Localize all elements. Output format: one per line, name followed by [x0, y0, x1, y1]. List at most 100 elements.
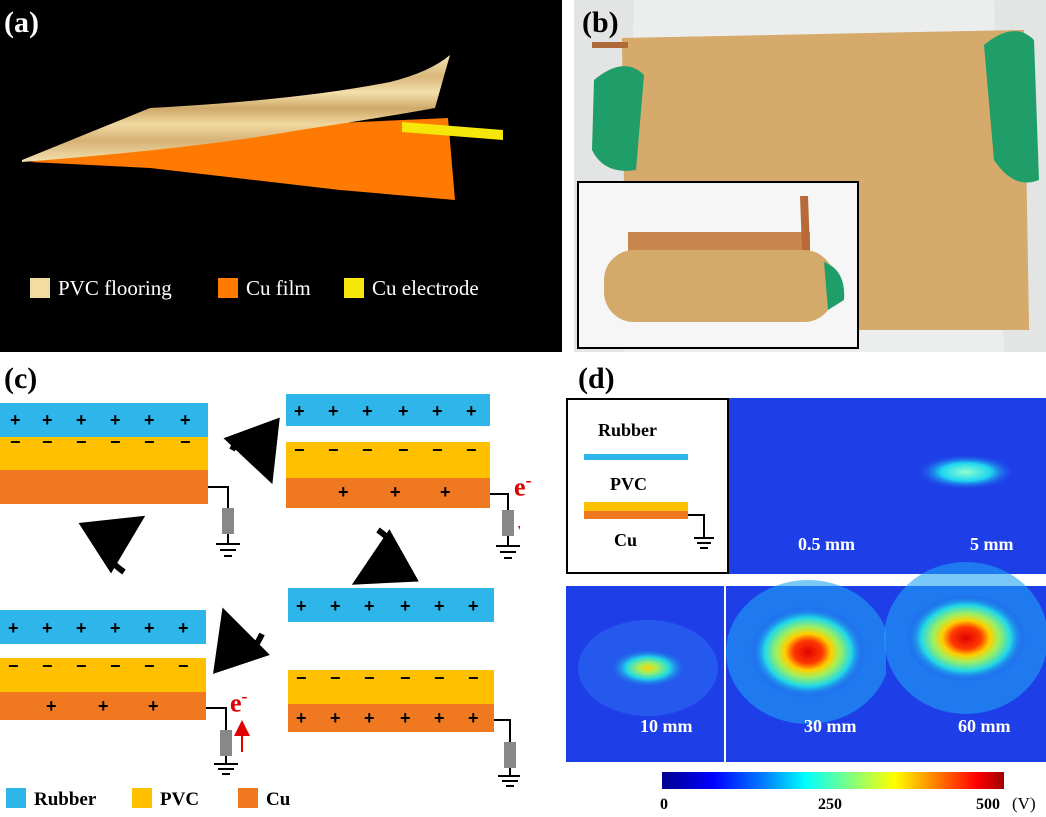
legend-swatch — [344, 278, 364, 298]
distance-label-10mm: 10 mm — [640, 716, 693, 736]
svg-text:+: + — [330, 596, 341, 616]
svg-text:+: + — [398, 401, 409, 421]
legend-cu-electrode: Cu electrode — [344, 276, 479, 301]
svg-text:−: − — [178, 656, 189, 676]
svg-text:+: + — [148, 696, 159, 716]
svg-text:+: + — [330, 708, 341, 728]
svg-text:+: + — [400, 708, 411, 728]
legend-swatch — [30, 278, 50, 298]
schematic-cu-label: Cu — [614, 530, 638, 550]
potential-simulation-grid — [566, 398, 1046, 762]
svg-text:+: + — [46, 696, 57, 716]
svg-text:+: + — [468, 708, 479, 728]
svg-text:−: − — [294, 440, 305, 460]
colorbar-tick-mid: 250 — [818, 796, 842, 813]
triboelectric-cycle-diagram: + + + + + + − − − − − − + + + + + + − − − − − − + + + + + + — [0, 394, 520, 787]
pvc-sheet-photo — [574, 0, 1046, 352]
svg-text:+: + — [434, 596, 445, 616]
svg-text:+: + — [296, 596, 307, 616]
svg-text:+: + — [10, 410, 21, 430]
svg-text:−: − — [10, 432, 21, 452]
legend-pvc: PVC — [132, 788, 199, 811]
panel-c-label: (c) — [4, 362, 38, 395]
svg-text:−: − — [8, 656, 19, 676]
svg-text:+: + — [364, 596, 375, 616]
svg-text:−: − — [144, 656, 155, 676]
svg-text:+: + — [338, 482, 349, 502]
svg-text:−: − — [144, 432, 155, 452]
electron-label-bottom: e- — [230, 686, 248, 718]
stage-contact: + + + + + + − − − − − − — [0, 403, 240, 557]
svg-text:+: + — [364, 708, 375, 728]
svg-text:−: − — [330, 668, 341, 688]
colorbar-tick-max: 500 — [976, 796, 1000, 813]
svg-text:−: − — [328, 440, 339, 460]
svg-text:+: + — [180, 410, 191, 430]
svg-text:+: + — [390, 482, 401, 502]
svg-text:+: + — [440, 482, 451, 502]
legend-cu-film: Cu film — [218, 276, 311, 301]
distance-label-30mm: 30 mm — [804, 716, 857, 736]
svg-text:−: − — [400, 668, 411, 688]
svg-text:−: − — [466, 440, 477, 460]
svg-text:+: + — [144, 410, 155, 430]
panel-b-label: (b) — [582, 6, 619, 39]
legend-swatch — [218, 278, 238, 298]
svg-text:+: + — [468, 596, 479, 616]
pvc-flooring-shape — [22, 55, 450, 162]
svg-text:+: + — [110, 410, 121, 430]
colorbar-unit: (V) — [1012, 794, 1036, 813]
legend-cu: Cu — [238, 788, 290, 811]
svg-text:−: − — [296, 668, 307, 688]
svg-text:−: − — [468, 668, 479, 688]
svg-text:+: + — [434, 708, 445, 728]
svg-text:+: + — [144, 618, 155, 638]
schematic-pvc-label: PVC — [610, 474, 647, 494]
svg-text:−: − — [180, 432, 191, 452]
svg-text:+: + — [362, 401, 373, 421]
electron-label-top: e- — [514, 470, 532, 502]
panel-d-label: (d) — [578, 362, 615, 395]
svg-text:+: + — [466, 401, 477, 421]
svg-text:+: + — [42, 410, 53, 430]
svg-text:−: − — [432, 440, 443, 460]
svg-text:−: − — [42, 656, 53, 676]
svg-text:−: − — [42, 432, 53, 452]
colorbar — [662, 772, 1004, 789]
svg-text:+: + — [76, 618, 87, 638]
svg-text:+: + — [110, 618, 121, 638]
panel-a-label: (a) — [4, 6, 39, 39]
panel-b: (b) — [574, 0, 1046, 352]
legend-pvc-flooring: PVC flooring — [30, 276, 172, 301]
colorbar-tick-min: 0 — [660, 796, 668, 813]
svg-text:−: − — [110, 432, 121, 452]
svg-text:+: + — [294, 401, 305, 421]
svg-text:+: + — [42, 618, 53, 638]
svg-text:+: + — [328, 401, 339, 421]
distance-label-5mm: 5 mm — [970, 534, 1014, 554]
legend-swatch — [132, 788, 152, 808]
cu-film-shape — [30, 118, 455, 200]
legend-swatch — [238, 788, 258, 808]
stage-separating: + + + + + + − − − − − − + + + — [286, 394, 520, 559]
panel-a: (a) PVC flooring Cu film Cu electrode — [0, 0, 562, 352]
svg-text:−: − — [362, 440, 373, 460]
legend-rubber: Rubber — [6, 788, 96, 811]
pvc-flooring-illustration — [22, 55, 503, 200]
svg-text:+: + — [432, 401, 443, 421]
distance-label-60mm: 60 mm — [958, 716, 1011, 736]
svg-text:−: − — [364, 668, 375, 688]
legend-swatch — [6, 788, 26, 808]
stage-separated: ++++++ −−−−−− ++++++ — [288, 588, 520, 787]
svg-text:−: − — [398, 440, 409, 460]
cu-electrode-shape — [402, 122, 503, 140]
svg-text:+: + — [76, 410, 87, 430]
schematic-rubber-label: Rubber — [598, 420, 658, 440]
stage-approaching: ++++++ −−−−−− +++ — [0, 610, 250, 775]
svg-text:+: + — [400, 596, 411, 616]
svg-text:−: − — [110, 656, 121, 676]
svg-text:+: + — [98, 696, 109, 716]
svg-text:−: − — [434, 668, 445, 688]
svg-text:−: − — [76, 432, 87, 452]
svg-text:−: − — [76, 656, 87, 676]
